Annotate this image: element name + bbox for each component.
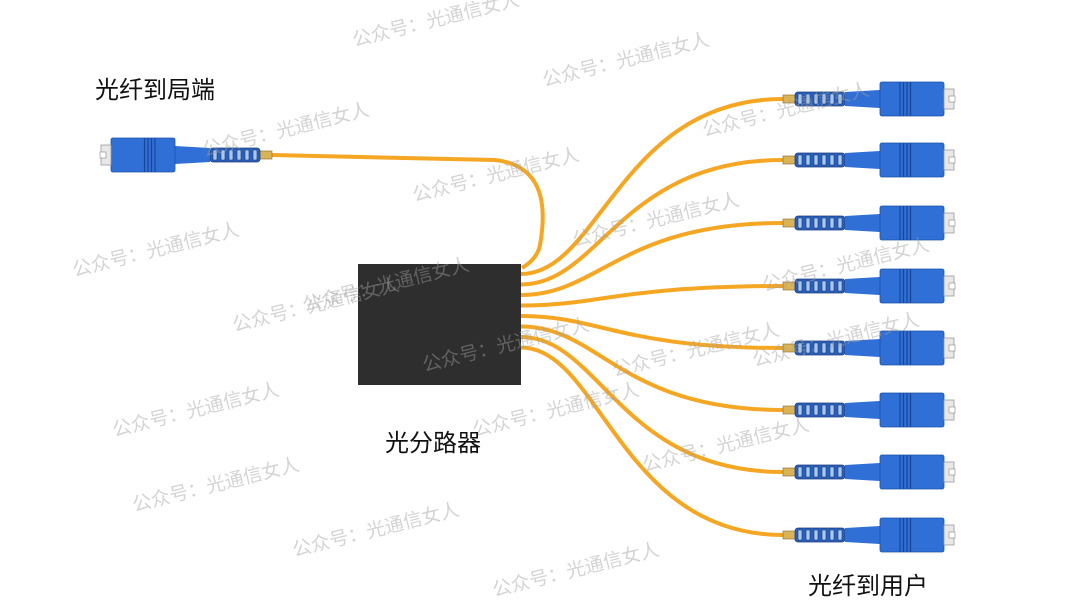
output-connector (782, 517, 956, 553)
output-fiber (520, 324, 784, 412)
output-fiber (520, 284, 784, 308)
output-connector (782, 268, 956, 304)
output-connector (782, 330, 956, 366)
output-connector (782, 81, 956, 117)
output-fiber (520, 97, 784, 276)
splitter-label: 光分路器 (385, 429, 481, 457)
connectors (99, 81, 956, 553)
output-fiber (520, 314, 784, 350)
output-fiber (520, 335, 784, 474)
output-connector (782, 454, 956, 490)
output-fiber (520, 221, 784, 297)
output-fiber (520, 345, 784, 537)
input-connector (99, 137, 273, 173)
fibers (271, 97, 784, 537)
input-fiber (271, 153, 545, 270)
splitter-box (358, 264, 521, 385)
output-connector (782, 205, 956, 241)
output-connector (782, 142, 956, 178)
output-fiber (520, 158, 784, 287)
output-connector (782, 392, 956, 428)
users-label: 光纤到用户 (808, 572, 928, 600)
central-office-label: 光纤到局端 (95, 76, 215, 104)
